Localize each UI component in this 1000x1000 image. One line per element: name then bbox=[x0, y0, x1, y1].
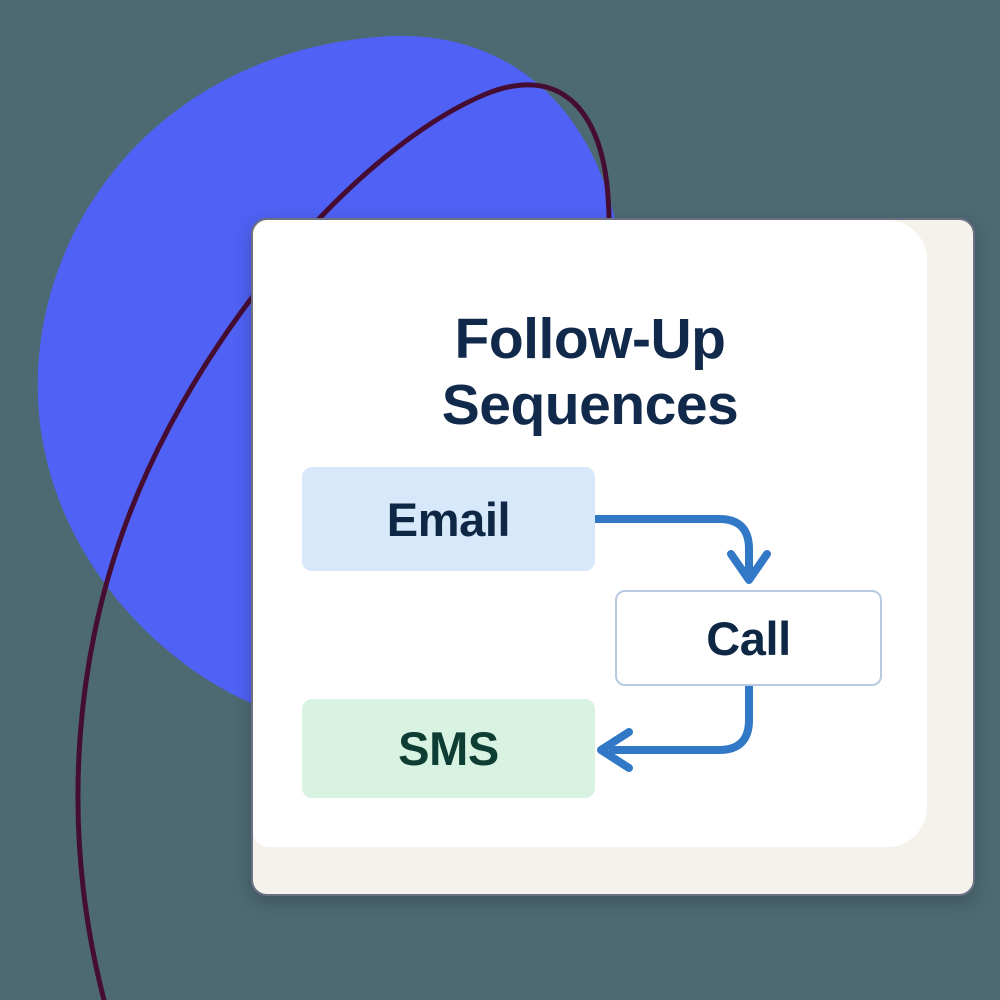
flow-node-call[interactable]: Call bbox=[615, 590, 882, 686]
connector-email-to-call bbox=[591, 515, 753, 576]
content-card: Follow-Up Sequences Email bbox=[253, 220, 927, 847]
flow-node-call-label: Call bbox=[706, 611, 791, 665]
flow-node-sms-label: SMS bbox=[398, 722, 499, 775]
card-shadow-layer: Follow-Up Sequences Email bbox=[251, 218, 975, 896]
flow-node-email-label: Email bbox=[386, 492, 511, 546]
page-title: Follow-Up Sequences bbox=[441, 307, 739, 438]
connector-call-to-sms bbox=[609, 682, 753, 754]
arrowhead-email-to-call bbox=[727, 550, 771, 584]
flow-node-sms[interactable]: SMS bbox=[302, 699, 595, 798]
flow-node-email[interactable]: Email bbox=[302, 467, 595, 571]
arrowhead-call-to-sms bbox=[597, 728, 633, 772]
